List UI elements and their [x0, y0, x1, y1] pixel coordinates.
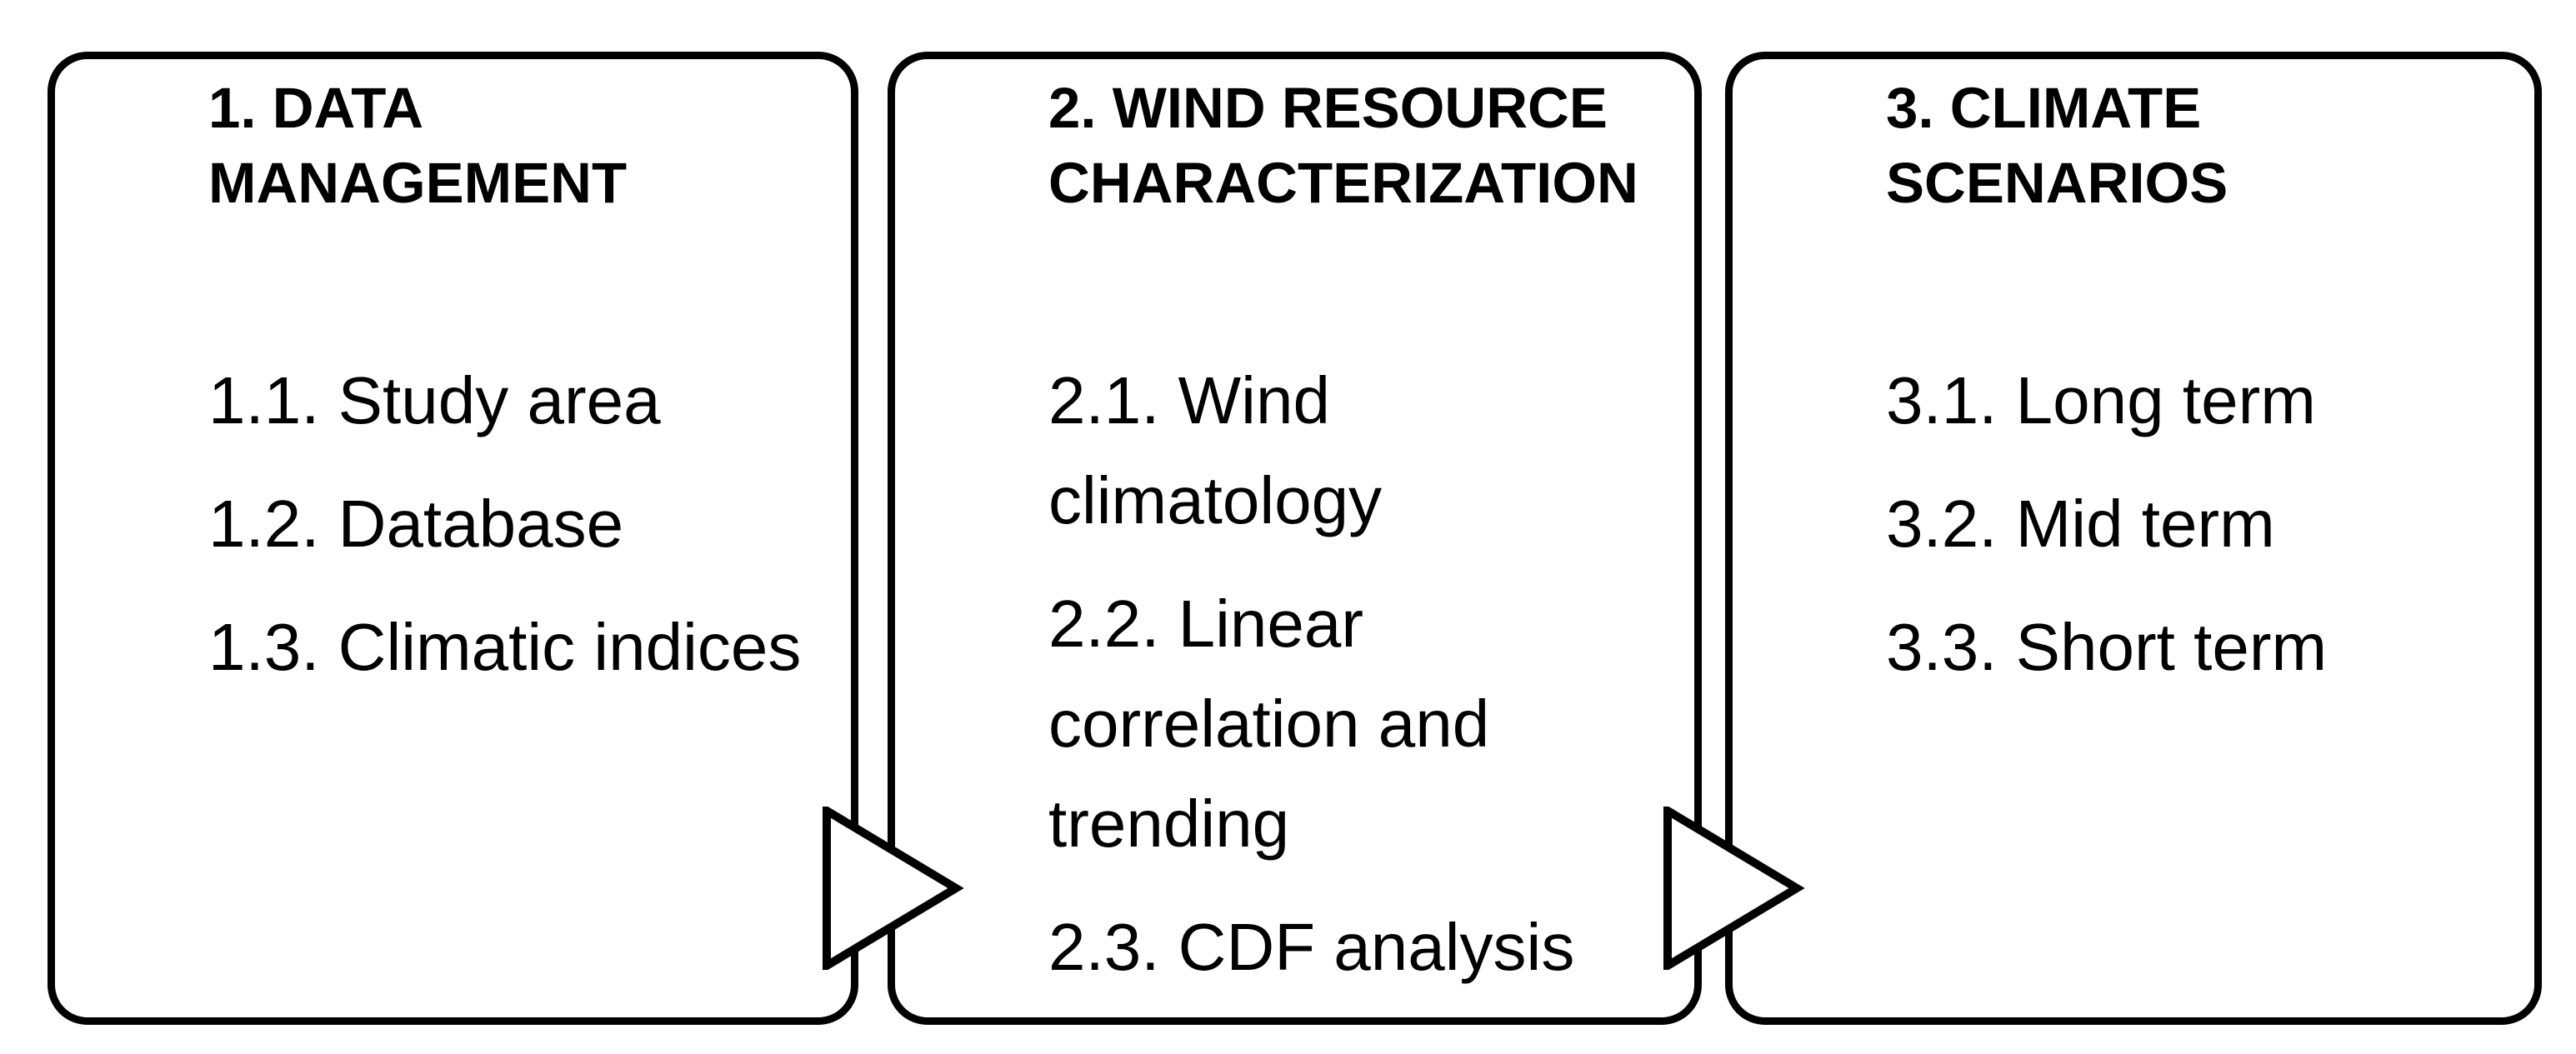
list-item: 3.1. Long term: [1886, 363, 2316, 437]
box-title: 2. WIND RESOURCE CHARACTERIZATION: [1048, 71, 1660, 221]
list-item: 1.3. Climatic indices: [208, 610, 802, 684]
box-title-line: 3. CLIMATE: [1886, 76, 2202, 140]
list-item: 3.2. Mid term: [1886, 487, 2275, 561]
box-climate-scenarios: 3. CLIMATE SCENARIOS 3.1. Long term 3.2.…: [1725, 52, 2542, 1025]
list-item: 1.2. Database: [208, 487, 624, 561]
box-title-line: CHARACTERIZATION: [1048, 151, 1638, 215]
box-title: 3. CLIMATE SCENARIOS: [1886, 71, 2500, 221]
flow-arrow-right-icon: [1663, 807, 1805, 970]
flow-arrow-right-icon: [823, 807, 964, 970]
list-item: 3.3. Short term: [1886, 610, 2328, 684]
box-title: 1. DATA MANAGEMENT: [208, 71, 817, 221]
box-title-line: 2. WIND RESOURCE: [1048, 76, 1608, 140]
box-item-list: 1.1. Study area 1.2. Database 1.3. Clima…: [208, 351, 817, 697]
box-data-management: 1. DATA MANAGEMENT 1.1. Study area 1.2. …: [48, 52, 858, 1025]
box-item-list: 3.1. Long term 3.2. Mid term 3.3. Short …: [1886, 351, 2500, 697]
list-item: 2.1. Wind climatology: [1048, 363, 1383, 537]
box-title-line: SCENARIOS: [1886, 151, 2228, 215]
box-item-list: 2.1. Wind climatology 2.2. Linear correl…: [1048, 351, 1660, 997]
box-wind-resource-characterization: 2. WIND RESOURCE CHARACTERIZATION 2.1. W…: [888, 52, 1702, 1025]
list-item: 2.2. Linear correlation and trending: [1048, 587, 1490, 861]
list-item: 1.1. Study area: [208, 363, 661, 437]
box-title-line: 1. DATA: [208, 76, 424, 140]
box-title-line: MANAGEMENT: [208, 151, 628, 215]
list-item: 2.3. CDF analysis: [1048, 910, 1575, 984]
